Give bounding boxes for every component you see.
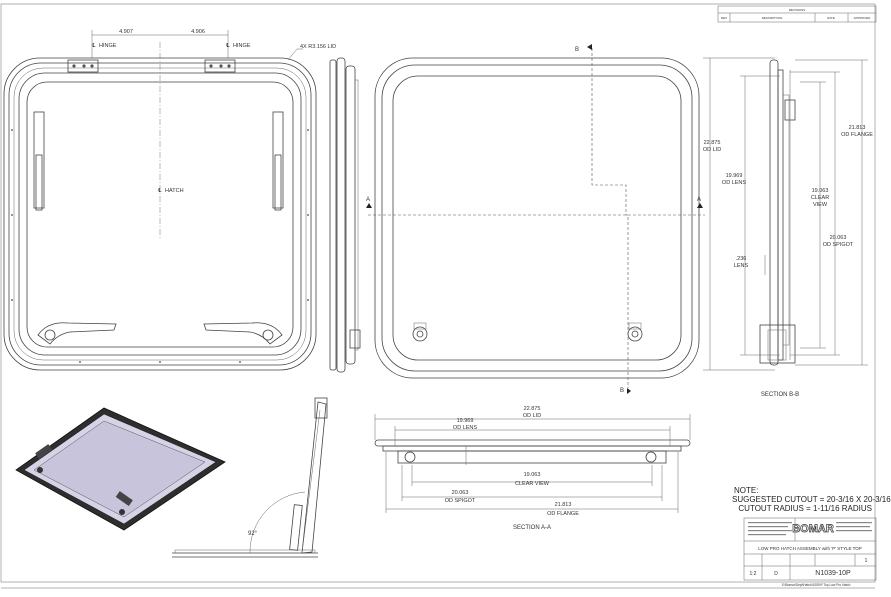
approved-header: APPROVED — [854, 16, 872, 20]
rev-header: REV — [721, 16, 727, 20]
aa-od-spigot-label: OD SPIGOT — [445, 498, 476, 504]
bb-lens-thickness-value: .236 — [736, 256, 747, 262]
bb-od-lid-label: OD LID — [703, 147, 721, 153]
bb-clear-view-label-2: VIEW — [813, 202, 828, 208]
bb-od-lid-value: 22.875 — [704, 140, 721, 146]
aa-od-flange-label: OD FLANGE — [547, 511, 579, 517]
lid-radius-note: 4X R3.156 LID — [300, 44, 336, 50]
hinge-left-label: HINGE — [99, 43, 117, 49]
bb-od-spigot-value: 20.063 — [830, 235, 847, 241]
drawing-scale: 1:2 — [750, 571, 757, 577]
revision-title: REVISIONS — [789, 8, 805, 12]
bb-od-spigot-label: OD SPIGOT — [823, 242, 854, 248]
side-open-view: 92° — [172, 397, 328, 558]
section-bb-title: SECTION B-B — [761, 392, 799, 398]
drawing-size: D — [774, 571, 778, 577]
sheet-border — [0, 3, 876, 583]
bb-lens-thickness-label: LENS — [734, 263, 749, 269]
file-reference: S:\Bomar\Dept\Hatch\1050\P Top Low Pro H… — [782, 583, 851, 587]
hinge-centerline-symbol: ℄ — [91, 43, 96, 49]
open-angle-label: 92° — [248, 531, 258, 537]
aa-od-lid-label: OD LID — [523, 413, 541, 419]
aa-od-lens-value: 19.969 — [457, 418, 474, 424]
description-header: DESCRIPTION — [762, 16, 783, 20]
section-mark-a-left: A — [366, 197, 370, 203]
section-aa: 22.875 OD LID 19.969 OD LENS 19.063 CLEA… — [374, 406, 691, 531]
revision-number: 1 — [865, 558, 868, 564]
bb-od-lens-value: 19.969 — [726, 173, 743, 179]
side-profile-view — [329, 57, 361, 373]
center-view: B B A A — [366, 44, 705, 394]
aa-od-lid-value: 22.875 — [524, 406, 541, 412]
hinge-right-label: HINGE — [233, 43, 251, 49]
bb-od-flange-value: 21.813 — [849, 125, 866, 131]
drawing-description: LOW PRO HATCH ASSEMBLY with 'P' STYLE TO… — [758, 546, 862, 551]
dim-hinge-left: 4.907 — [119, 29, 133, 35]
aa-od-spigot-value: 20.063 — [452, 490, 469, 496]
isometric-view — [15, 407, 226, 531]
hinge-centerline-symbol-right: ℄ — [225, 43, 230, 49]
bb-od-flange-label: OD FLANGE — [841, 132, 873, 138]
aa-od-flange-value: 21.813 — [555, 502, 572, 508]
lens-tint — [33, 420, 206, 518]
section-mark-b-top: B — [575, 47, 579, 53]
section-aa-title: SECTION A-A — [513, 525, 551, 531]
hatch-label: HATCH — [165, 188, 184, 194]
drawing-number: N1039-10P — [815, 570, 851, 577]
company-logo: BOMAR — [792, 523, 834, 535]
title-block: BOMAR LOW PRO HATCH ASSEMBLY with 'P' ST… — [743, 517, 877, 587]
bb-od-lens-label: OD LENS — [722, 180, 746, 186]
cutout-note: NOTE: SUGGESTED CUTOUT = 20-3/16 X 20-3/… — [732, 486, 891, 513]
aa-od-lens-label: OD LENS — [453, 425, 477, 431]
note-cutout-radius: CUTOUT RADIUS = 1-11/16 RADIUS — [738, 504, 872, 513]
section-bb: 22.875 OD LID 19.969 OD LENS .236 LENS 1… — [703, 57, 873, 398]
aa-clear-view-value: 19.063 — [524, 472, 541, 478]
note-cutout-size: SUGGESTED CUTOUT = 20-3/16 X 20-3/16 — [732, 495, 891, 504]
date-header: DATE — [827, 16, 835, 20]
note-heading: NOTE: — [734, 486, 759, 495]
revision-block: REVISIONS REV DESCRIPTION DATE APPROVED — [717, 5, 877, 23]
bb-clear-view-value: 19.063 — [812, 188, 829, 194]
section-mark-a-right: A — [697, 197, 701, 203]
dim-hinge-right: 4.906 — [191, 29, 205, 35]
aa-clear-view-label: CLEAR VIEW — [515, 481, 550, 487]
hatch-centerline-symbol: ℄ — [157, 188, 162, 194]
front-view: 4.907 4.906 ℄ HINGE ℄ HINGE ℄ HATCH 4X R… — [3, 29, 336, 371]
bb-clear-view-label-1: CLEAR — [811, 195, 829, 201]
section-mark-b-bottom: B — [620, 388, 624, 394]
